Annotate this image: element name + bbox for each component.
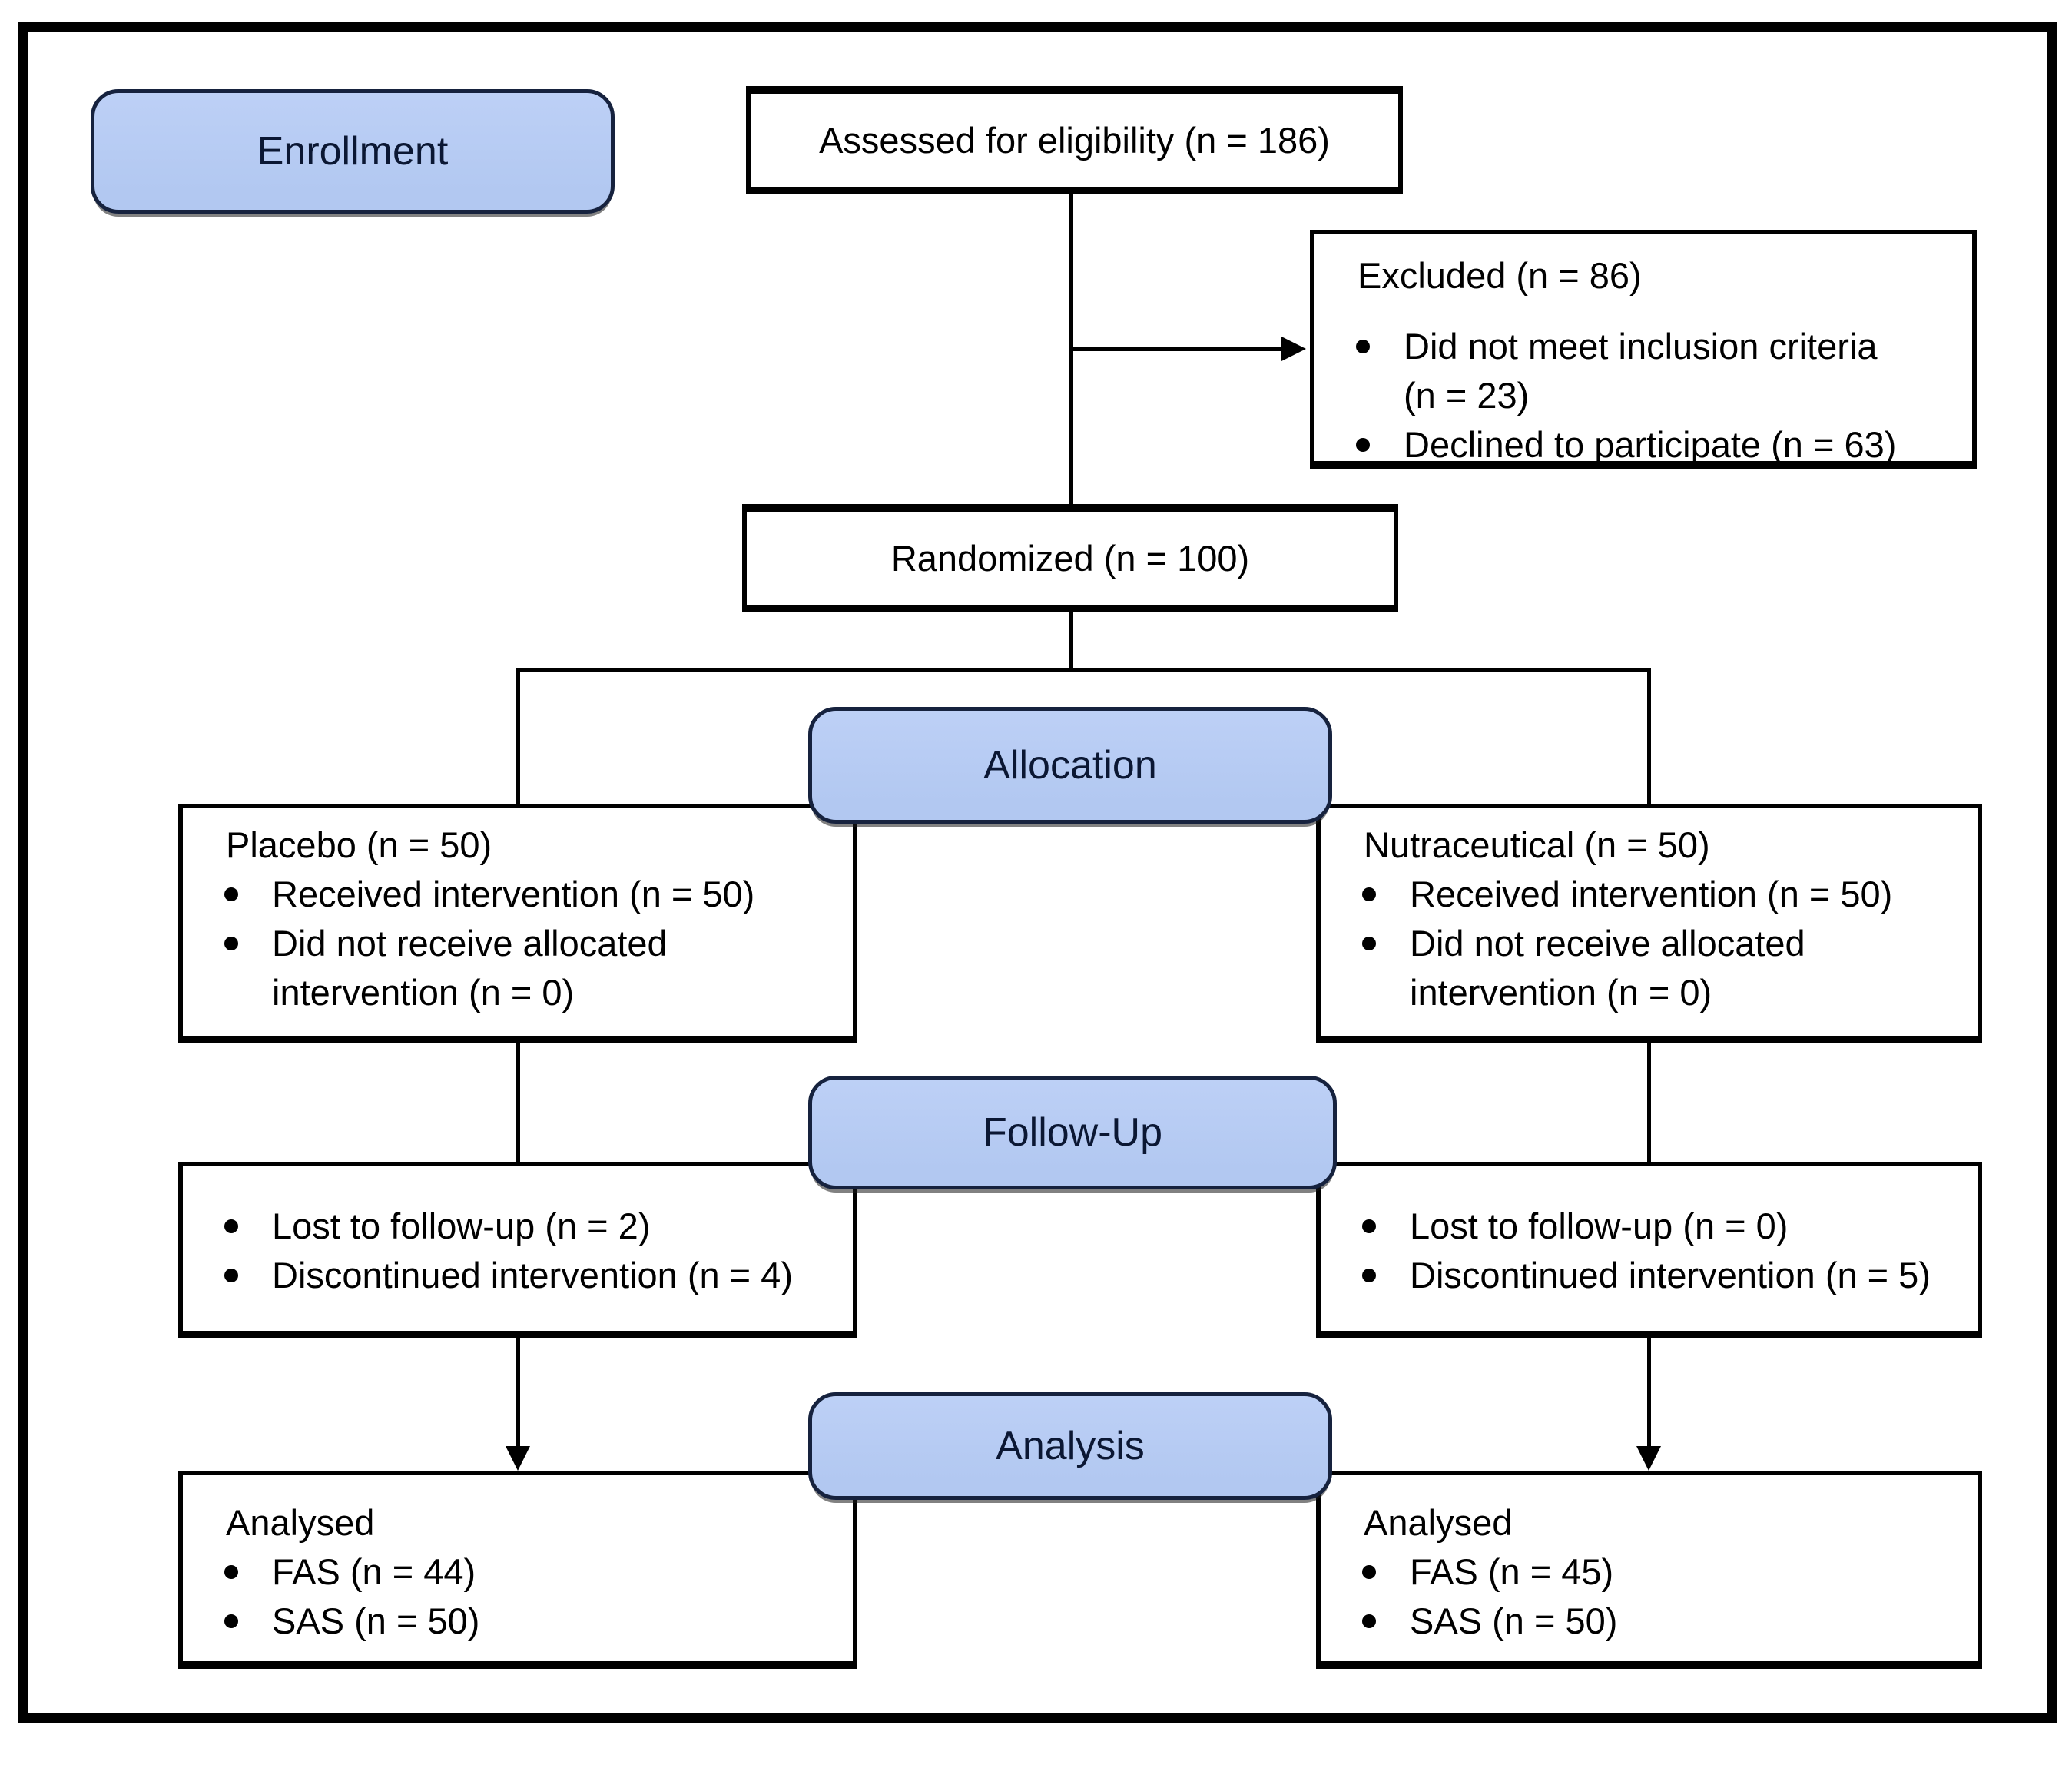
excluded-box: Excluded (n = 86) Did not meet inclusion… [1310,230,1977,469]
analysis-right-box: Analysed FAS (n = 45) SAS (n = 50) [1316,1471,1982,1669]
assessed-box: Assessed for eligibility (n = 186) [746,86,1403,194]
nutraceutical-title: Nutraceutical (n = 50) [1364,824,1710,865]
placebo-title: Placebo (n = 50) [226,824,492,865]
bullet-text: FAS (n = 44) [272,1551,476,1592]
followup-right-box: Lost to follow-up (n = 0) Discontinued i… [1316,1162,1982,1338]
list-item: Discontinued intervention (n = 5) [1321,1251,1978,1300]
bullet-text: Did not receive allocated intervention (… [272,923,668,1013]
bullet-icon [1362,1269,1376,1282]
bullet-icon [1356,340,1370,353]
list-item: Discontinued intervention (n = 4) [183,1251,853,1300]
connector-to-excluded [1069,347,1285,351]
list-item: FAS (n = 44) [183,1547,853,1597]
bullet-text: SAS (n = 50) [1410,1601,1618,1641]
bullet-icon [224,1219,238,1233]
stage-label-allocation: Allocation [808,707,1332,824]
stage-label-text: Analysis [996,1424,1145,1468]
connector-followup-to-analysis-left [516,1338,520,1449]
bullet-text: Lost to follow-up (n = 2) [272,1206,651,1246]
connector-branch-to-nutraceutical [1647,668,1651,808]
connector-followup-to-analysis-right [1647,1338,1651,1449]
stage-label-text: Allocation [983,743,1157,788]
analysis-left-title: Analysed [226,1502,375,1543]
bullet-icon [1362,937,1376,950]
bullet-icon [224,1269,238,1282]
bullet-text: Did not meet inclusion criteria (n = 23) [1404,326,1878,416]
nutraceutical-allocation-box: Nutraceutical (n = 50) Received interven… [1316,804,1982,1043]
bullet-text: Discontinued intervention (n = 4) [272,1255,793,1295]
placebo-bullet-list: Received intervention (n = 50) Did not r… [183,870,853,1017]
bullet-text: Received intervention (n = 50) [1410,874,1893,914]
branch-line [516,668,1651,672]
bullet-text: Did not receive allocated intervention (… [1410,923,1805,1013]
bullet-icon [224,887,238,901]
list-item: Lost to follow-up (n = 0) [1321,1202,1978,1251]
list-item: Lost to follow-up (n = 2) [183,1202,853,1251]
stage-label-enrollment: Enrollment [91,89,615,214]
followup-right-bullet-list: Lost to follow-up (n = 0) Discontinued i… [1321,1202,1978,1300]
excluded-bullet-list: Did not meet inclusion criteria (n = 23)… [1314,322,1972,469]
placebo-allocation-box: Placebo (n = 50) Received intervention (… [178,804,857,1043]
arrowhead-right-icon [1281,337,1306,361]
followup-left-bullet-list: Lost to follow-up (n = 2) Discontinued i… [183,1202,853,1300]
bullet-icon [1356,438,1370,452]
arrowhead-down-icon [1636,1446,1661,1471]
diagram-outer-border [18,22,2057,1723]
list-item: Did not receive allocated intervention (… [1321,919,1978,1017]
analysis-left-bullet-list: FAS (n = 44) SAS (n = 50) [183,1547,853,1646]
analysis-right-title: Analysed [1364,1502,1513,1543]
list-item: FAS (n = 45) [1321,1547,1978,1597]
connector-branch-to-placebo [516,668,520,808]
bullet-icon [1362,1219,1376,1233]
analysis-right-bullet-list: FAS (n = 45) SAS (n = 50) [1321,1547,1978,1646]
bullet-text: Declined to participate (n = 63) [1404,424,1897,465]
followup-left-box: Lost to follow-up (n = 2) Discontinued i… [178,1162,857,1338]
bullet-icon [1362,1614,1376,1628]
list-item: Declined to participate (n = 63) [1314,420,1972,469]
bullet-text: SAS (n = 50) [272,1601,480,1641]
bullet-text: Received intervention (n = 50) [272,874,755,914]
bullet-text: Lost to follow-up (n = 0) [1410,1206,1789,1246]
excluded-title: Excluded (n = 86) [1358,255,1642,296]
list-item: SAS (n = 50) [1321,1597,1978,1646]
bullet-icon [224,937,238,950]
stage-label-text: Follow-Up [982,1110,1163,1155]
nutraceutical-bullet-list: Received intervention (n = 50) Did not r… [1321,870,1978,1017]
stage-label-analysis: Analysis [808,1392,1332,1500]
connector-placebo-to-followup [516,1043,520,1165]
connector-nutraceutical-to-followup [1647,1043,1651,1165]
stage-label-followup: Follow-Up [808,1076,1337,1189]
assessed-text: Assessed for eligibility (n = 186) [819,119,1330,161]
list-item: Received intervention (n = 50) [183,870,853,919]
bullet-icon [224,1614,238,1628]
connector-randomized-to-branch [1069,612,1073,668]
analysis-left-box: Analysed FAS (n = 44) SAS (n = 50) [178,1471,857,1669]
list-item: Did not meet inclusion criteria (n = 23) [1314,322,1972,420]
randomized-text: Randomized (n = 100) [890,537,1250,579]
bullet-icon [224,1565,238,1579]
bullet-text: FAS (n = 45) [1410,1551,1614,1592]
arrowhead-down-icon [506,1446,530,1471]
bullet-icon [1362,1565,1376,1579]
list-item: Received intervention (n = 50) [1321,870,1978,919]
bullet-text: Discontinued intervention (n = 5) [1410,1255,1931,1295]
list-item: SAS (n = 50) [183,1597,853,1646]
randomized-box: Randomized (n = 100) [742,504,1398,612]
bullet-icon [1362,887,1376,901]
stage-label-text: Enrollment [257,129,449,174]
list-item: Did not receive allocated intervention (… [183,919,853,1017]
